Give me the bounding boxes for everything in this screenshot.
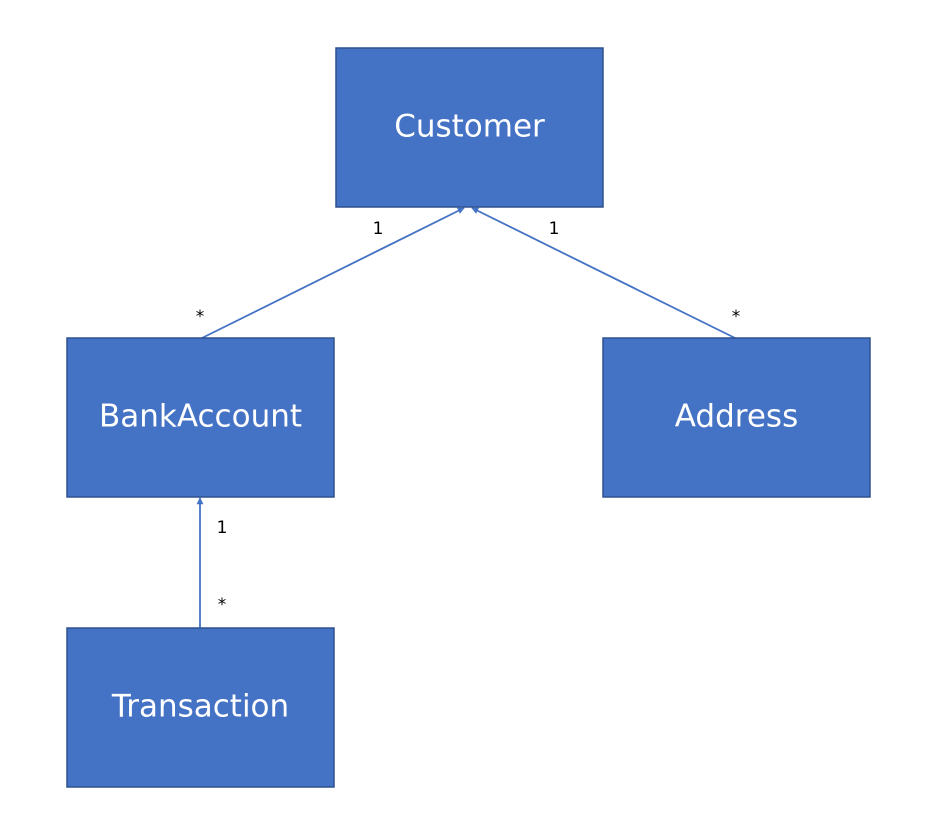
multiplicity-bankaccount-end: * — [196, 307, 205, 327]
entity-bankaccount-label: BankAccount — [99, 399, 302, 435]
multiplicity-address-end: * — [732, 307, 741, 327]
entity-transaction-label: Transaction — [111, 689, 289, 725]
connector-bankaccount-customer — [201, 207, 465, 339]
entity-transaction[interactable]: Transaction — [66, 627, 335, 788]
multiplicity-customer-bankaccount-end: 1 — [373, 219, 384, 239]
multiplicity-bankaccount-transaction-end: 1 — [217, 518, 228, 538]
entity-address-label: Address — [675, 399, 798, 435]
entity-customer[interactable]: Customer — [335, 47, 604, 208]
entity-customer-label: Customer — [394, 109, 545, 145]
entity-bankaccount[interactable]: BankAccount — [66, 337, 335, 498]
entity-address[interactable]: Address — [602, 337, 871, 498]
multiplicity-transaction-end: * — [218, 595, 227, 615]
multiplicity-customer-address-end: 1 — [549, 219, 560, 239]
connector-address-customer — [471, 207, 736, 339]
